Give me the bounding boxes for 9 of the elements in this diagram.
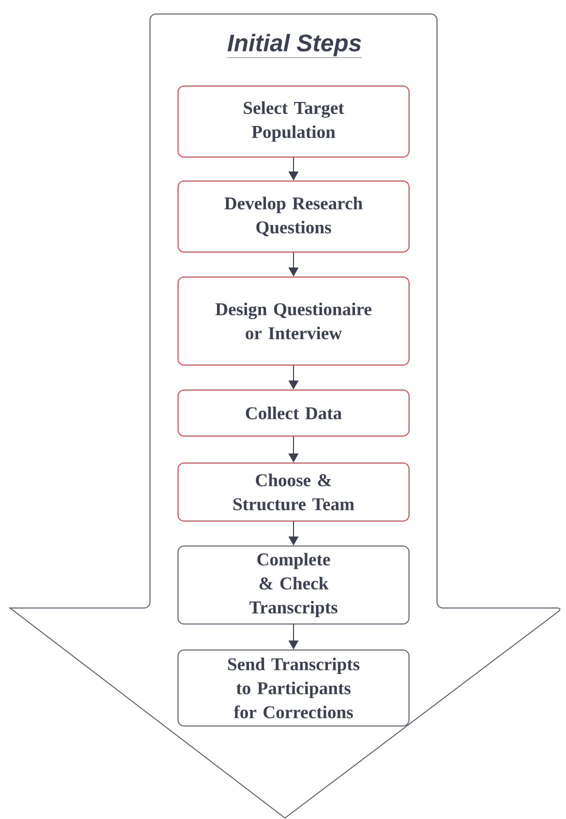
process-box: Send Transcripts to Participants for Corrections [178, 650, 410, 726]
arrow-shape [10, 14, 560, 818]
process-box: Design Questionaire or Interview [178, 276, 410, 366]
process-box: Choose & Structure Team [178, 462, 410, 522]
title: Initial Steps [226, 34, 362, 58]
process-box: Develop Research Questions [178, 180, 410, 252]
process-box: Select Target Population [178, 86, 410, 158]
process-box: Complete & Check Transcripts [178, 546, 410, 624]
process-box: Collect Data [178, 390, 410, 436]
